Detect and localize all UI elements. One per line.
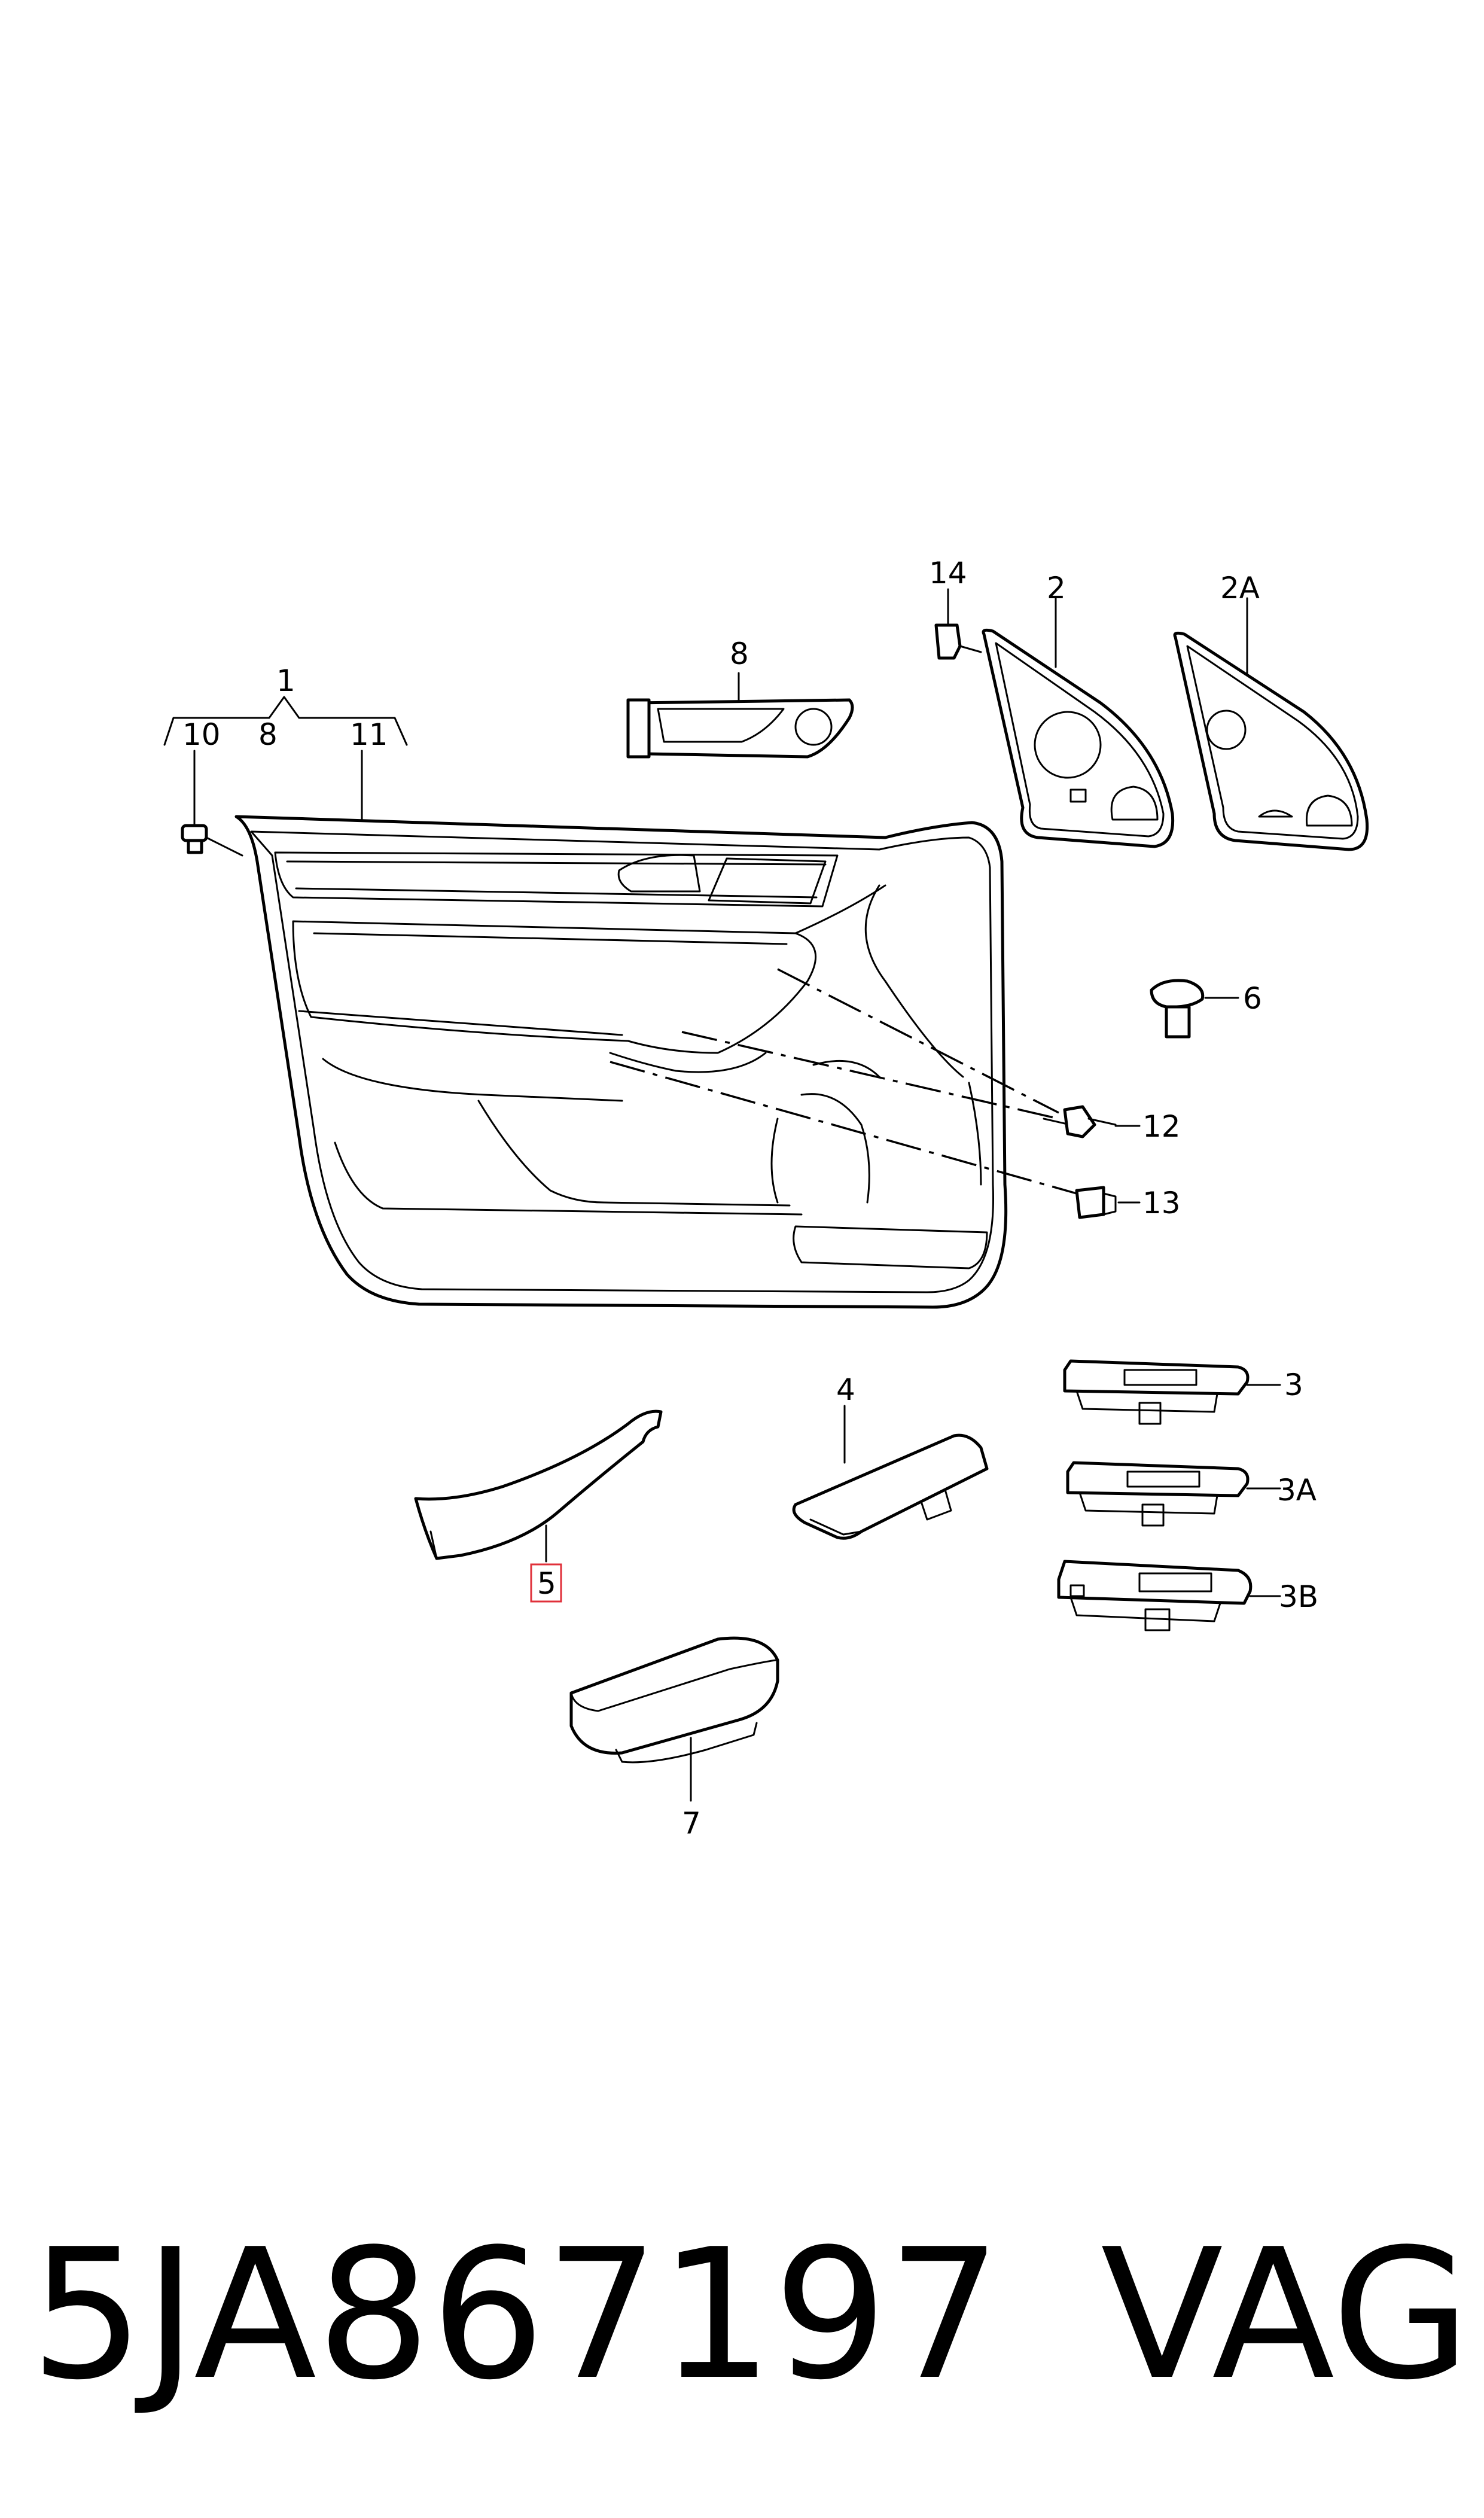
- clip-part-10: [181, 750, 243, 857]
- window-switch-part-3b: [1057, 1560, 1281, 1631]
- callout-labels: 1 10 8 11 8 14 2 2A 6 12 13 3 3A 3B 4 5 …: [182, 556, 1318, 1841]
- callout-7: 7: [682, 1806, 701, 1841]
- mirror-triangle-part-2a: [1173, 597, 1369, 851]
- callout-11: 11: [350, 717, 388, 752]
- part-number: 5JA867197: [30, 2211, 1002, 2419]
- group-bracket: [163, 696, 408, 746]
- callout-4: 4: [836, 1372, 855, 1407]
- callout-13: 13: [1142, 1186, 1181, 1220]
- mirror-triangle-part-2: [982, 597, 1175, 848]
- rivet-part-6: [1150, 979, 1239, 1039]
- callout-10: 10: [182, 717, 221, 752]
- callout-8: 8: [730, 637, 749, 671]
- clip-nut-part-13: [1075, 1186, 1141, 1219]
- callout-2: 2: [1047, 571, 1066, 605]
- callout-3: 3: [1284, 1368, 1303, 1402]
- assembly-lines: [610, 968, 1077, 1195]
- callout-3b: 3B: [1279, 1579, 1318, 1614]
- callout-1: 1: [276, 663, 295, 698]
- callout-14: 14: [929, 556, 967, 590]
- callout-12: 12: [1142, 1109, 1181, 1144]
- grab-handle-trim-part-5: [414, 1409, 663, 1563]
- clip-part-14: [934, 588, 982, 660]
- callout-6: 6: [1243, 981, 1262, 1016]
- callout-3a: 3A: [1277, 1473, 1317, 1508]
- storage-compartment-part-7: [569, 1636, 779, 1802]
- callout-5: 5: [537, 1566, 556, 1601]
- door-handle-trim-part-8: [626, 672, 854, 759]
- switch-cover-part-4: [792, 1405, 989, 1540]
- callout-8-group: 8: [258, 717, 278, 752]
- screw-part-12: [1043, 1105, 1141, 1138]
- callout-5-highlight-box: [530, 1563, 562, 1603]
- callout-2a: 2A: [1220, 571, 1260, 605]
- brand-label: VAG: [1101, 2211, 1471, 2419]
- door-trim-panel-part-1: [234, 815, 1008, 1309]
- part-number-footer: 5JA867197 VAG: [30, 2211, 1470, 2419]
- window-switch-part-3a: [1066, 1461, 1281, 1527]
- window-switch-part-3: [1063, 1359, 1281, 1425]
